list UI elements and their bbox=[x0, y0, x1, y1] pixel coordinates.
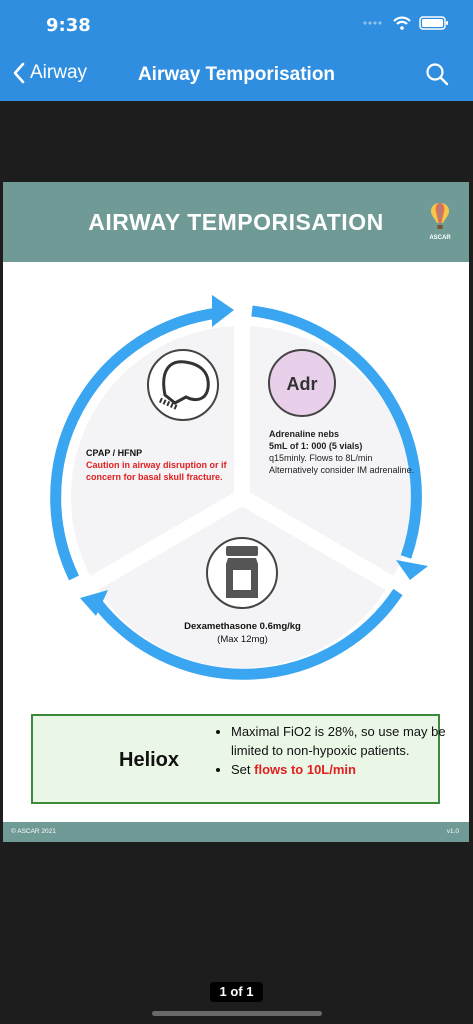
cpap-mask-icon bbox=[147, 349, 219, 421]
home-indicator[interactable] bbox=[152, 1011, 322, 1016]
dexamethasone-segment-text: Dexamethasone 0.6mg/kg (Max 12mg) bbox=[140, 620, 345, 646]
search-icon bbox=[426, 63, 449, 86]
system-icons bbox=[363, 16, 449, 30]
arrow-head-right bbox=[396, 560, 428, 580]
adrenaline-dose: 5mL of 1: 000 (5 vials) bbox=[269, 441, 363, 451]
heliox-box: Heliox Maximal FiO2 is 28%, so use may b… bbox=[31, 714, 446, 804]
arrow-heads bbox=[80, 295, 428, 616]
document-header: AIRWAY TEMPORISATION ASCAR bbox=[3, 182, 469, 262]
copyright-text: © ASCAR 2021 bbox=[11, 828, 56, 835]
heliox-label: Heliox bbox=[119, 749, 180, 771]
back-button[interactable]: Airway bbox=[12, 62, 87, 84]
search-button[interactable] bbox=[425, 62, 449, 91]
battery-icon bbox=[419, 16, 448, 30]
hot-air-balloon-icon bbox=[431, 203, 449, 229]
dexamethasone-title: Dexamethasone 0.6mg/kg bbox=[184, 621, 301, 632]
cpap-title: CPAP / HFNP bbox=[86, 448, 143, 458]
heliox-note-2: Set flows to 10L/min bbox=[231, 760, 446, 779]
arrow-arc-right bbox=[251, 305, 422, 559]
back-label: Airway bbox=[30, 62, 88, 83]
arrow-head-top bbox=[212, 295, 234, 327]
adrenaline-detail: q15minly. Flows to 8L/min Alternatively … bbox=[269, 453, 415, 475]
wifi-icon bbox=[393, 16, 411, 30]
version-text: v1.0 bbox=[446, 828, 459, 835]
chevron-left-icon bbox=[13, 62, 25, 84]
logo-text: ASCAR bbox=[429, 235, 451, 241]
cycle-arrows bbox=[50, 305, 422, 680]
ascar-logo: ASCAR bbox=[425, 202, 455, 241]
arrow-head-left bbox=[80, 590, 108, 616]
arrow-arc-bottom bbox=[93, 588, 403, 680]
signal-icon bbox=[363, 21, 382, 25]
page-title: Airway Temporisation bbox=[137, 64, 336, 85]
page-counter: 1 of 1 bbox=[210, 982, 263, 1002]
cpap-caution: Caution in airway disruption or if conce… bbox=[86, 460, 227, 482]
heliox-notes: Maximal FiO2 is 28%, so use may be limit… bbox=[219, 722, 446, 779]
dexamethasone-max: (Max 12mg) bbox=[217, 634, 268, 645]
adrenaline-icon bbox=[268, 349, 336, 417]
document-footer: © ASCAR 2021 v1.0 bbox=[3, 822, 469, 842]
status-bar: 9:38 bbox=[0, 0, 473, 50]
adrenaline-segment-text: Adrenaline nebs 5mL of 1: 000 (5 vials) … bbox=[269, 428, 419, 476]
segment-dividers bbox=[84, 320, 400, 593]
document-title: AIRWAY TEMPORISATION bbox=[88, 209, 384, 235]
nav-bar: Airway Airway Temporisation bbox=[0, 50, 473, 101]
heliox-note-1: Maximal FiO2 is 28%, so use may be limit… bbox=[231, 722, 446, 760]
adrenaline-icon-text: Adr bbox=[287, 374, 318, 394]
arrow-arc-left bbox=[50, 307, 219, 581]
heliox-note-2-prefix: Set bbox=[231, 762, 255, 777]
status-time: 9:38 bbox=[46, 15, 91, 36]
adrenaline-title: Adrenaline nebs bbox=[269, 429, 340, 439]
cpap-segment-text: CPAP / HFNP Caution in airway disruption… bbox=[86, 447, 236, 483]
vial-icon bbox=[206, 537, 278, 609]
heliox-flow-highlight: flows to 10L/min bbox=[254, 762, 356, 777]
